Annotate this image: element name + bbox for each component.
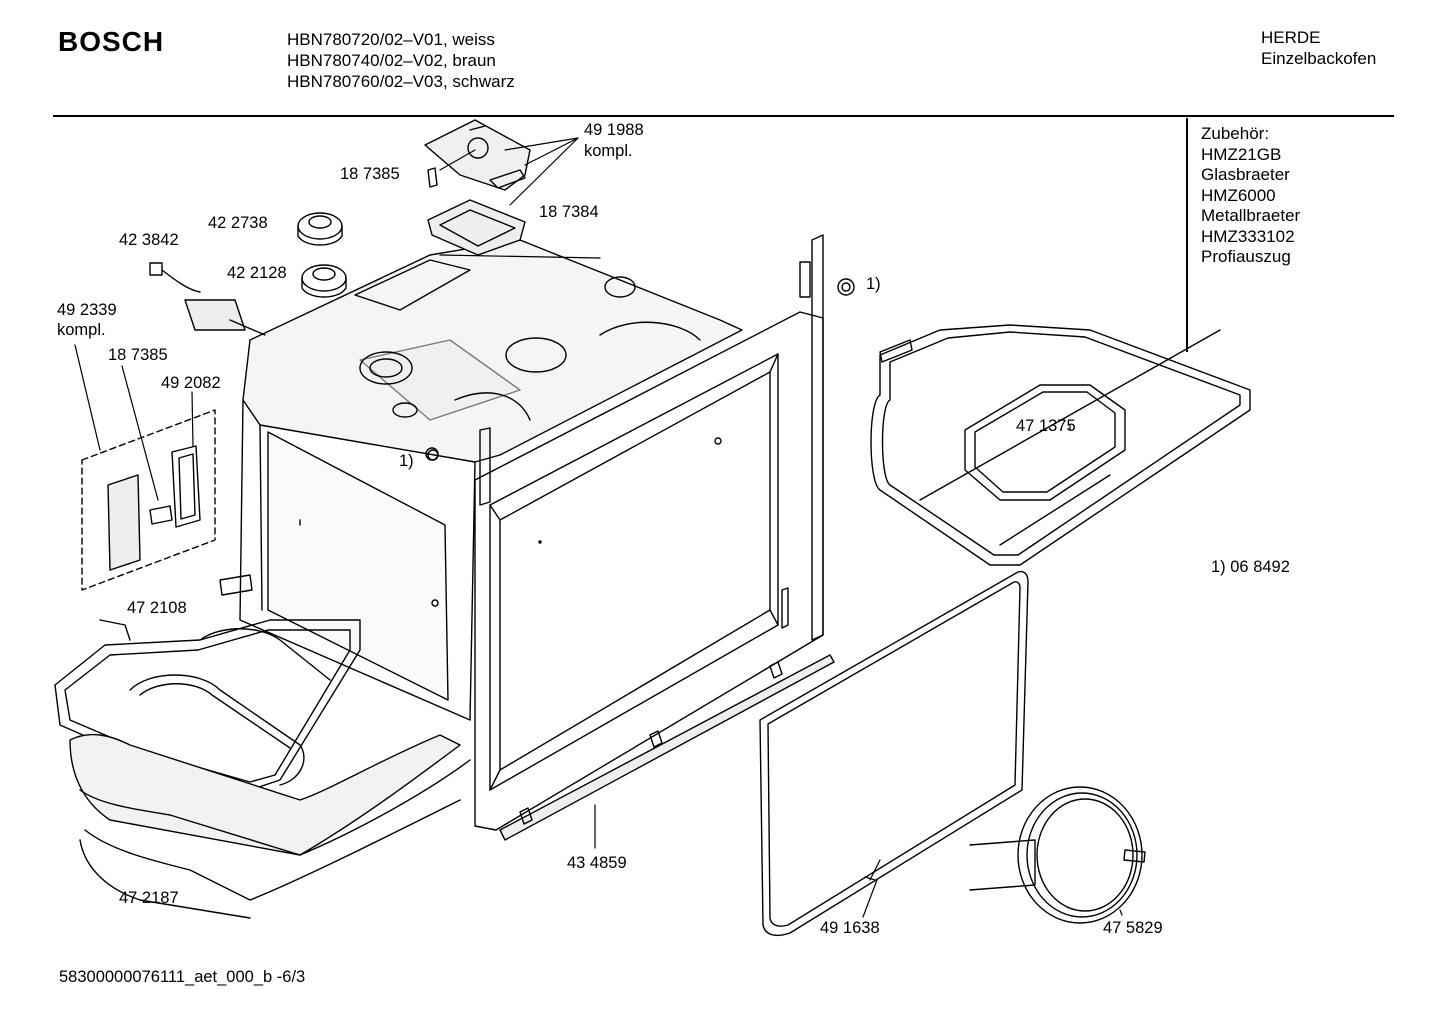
part-label-434859: 43 4859 — [567, 854, 627, 872]
part-label-491638: 49 1638 — [820, 919, 880, 937]
model-list: HBN780720/02–V01, weiss HBN780740/02–V02… — [287, 29, 515, 92]
door-seal — [760, 572, 1028, 936]
part-label-lamp-right: 1) — [866, 275, 881, 293]
top-heating-element — [871, 325, 1250, 565]
part-label-475829: 47 5829 — [1103, 919, 1163, 937]
accessory-heading: Zubehör: — [1201, 124, 1270, 143]
accessory-item: Profiauszug — [1201, 247, 1291, 266]
part-label-472108: 47 2108 — [127, 599, 187, 617]
part-label-491988: 49 1988 — [584, 121, 644, 139]
part-label-422128: 42 2128 — [227, 264, 287, 282]
part-label-492339: 49 2339 — [57, 301, 117, 319]
document-id: 58300000076111_aet_000_b -6/3 — [59, 968, 306, 986]
accessory-item: Glasbraeter — [1201, 165, 1290, 184]
appliance-category: HERDE Einzelbackofen — [1261, 27, 1376, 69]
model-line: HBN780740/02–V02, braun — [287, 51, 496, 70]
ring-heating-element — [970, 787, 1145, 923]
model-line: HBN780760/02–V03, schwarz — [287, 72, 515, 91]
lamp-caps — [428, 279, 854, 460]
insulation-pad — [428, 200, 525, 255]
brand-logo: BOSCH — [58, 26, 165, 57]
door-rail — [500, 655, 834, 840]
accessory-item: HMZ6000 — [1201, 185, 1276, 205]
part-label-187385-left: 18 7385 — [108, 346, 168, 364]
part-label-472187: 47 2187 — [119, 889, 179, 907]
temperature-sensor — [150, 263, 265, 335]
accessory-item: HMZ333102 — [1201, 226, 1295, 246]
oven-muffle — [240, 240, 742, 720]
part-note-492339: kompl. — [57, 321, 106, 339]
leader-lines — [75, 138, 1122, 917]
insulation-mat — [70, 735, 470, 918]
lamp-assembly — [82, 410, 215, 590]
model-line: HBN780720/02–V01, weiss — [287, 30, 495, 49]
part-label-187385-top: 18 7385 — [340, 165, 400, 183]
part-label-471375: 47 1375 — [1016, 417, 1076, 435]
fan-covers — [298, 213, 346, 297]
footnote-068492: 1) 06 8492 — [1211, 558, 1290, 576]
accessory-item: Metallbraeter — [1201, 206, 1301, 225]
part-label-187384: 18 7384 — [539, 203, 599, 221]
category-title: HERDE — [1261, 28, 1321, 47]
part-label-423842: 42 3842 — [119, 231, 179, 249]
header-divider — [53, 115, 1394, 117]
top-bracket — [425, 120, 530, 190]
accessory-list: Zubehör: HMZ21GB Glasbraeter HMZ6000 Met… — [1201, 124, 1300, 268]
accessory-divider — [1186, 118, 1188, 352]
part-label-492082: 49 2082 — [161, 374, 221, 392]
part-label-lamp-left: 1) — [399, 452, 414, 470]
category-subtitle: Einzelbackofen — [1261, 49, 1377, 68]
accessory-item: HMZ21GB — [1201, 144, 1282, 164]
part-label-422738: 42 2738 — [208, 214, 268, 232]
front-frame — [475, 235, 823, 830]
part-note-491988: kompl. — [584, 142, 633, 160]
